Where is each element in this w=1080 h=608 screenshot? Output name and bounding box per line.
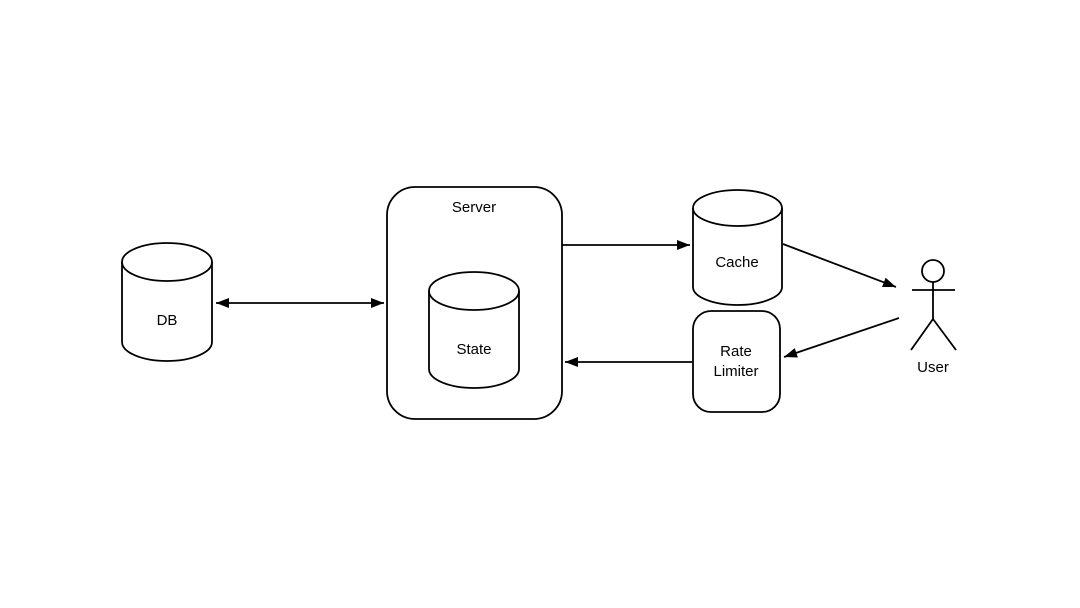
user-actor-icon bbox=[910, 259, 957, 351]
db-cylinder bbox=[121, 242, 213, 362]
user-label: User bbox=[917, 359, 949, 376]
rate-limiter-box bbox=[692, 310, 781, 413]
arrow-cache-to-user bbox=[782, 243, 897, 288]
state-label: State bbox=[456, 341, 492, 358]
rate-limiter-label: Rate Limiter bbox=[713, 343, 759, 380]
server-label: Server bbox=[451, 199, 497, 216]
state-cylinder bbox=[428, 271, 520, 389]
db-label: DB bbox=[156, 312, 178, 329]
arrow-user-to-rate-limiter bbox=[783, 317, 900, 358]
cache-label: Cache bbox=[715, 254, 759, 271]
cache-cylinder bbox=[692, 189, 783, 306]
